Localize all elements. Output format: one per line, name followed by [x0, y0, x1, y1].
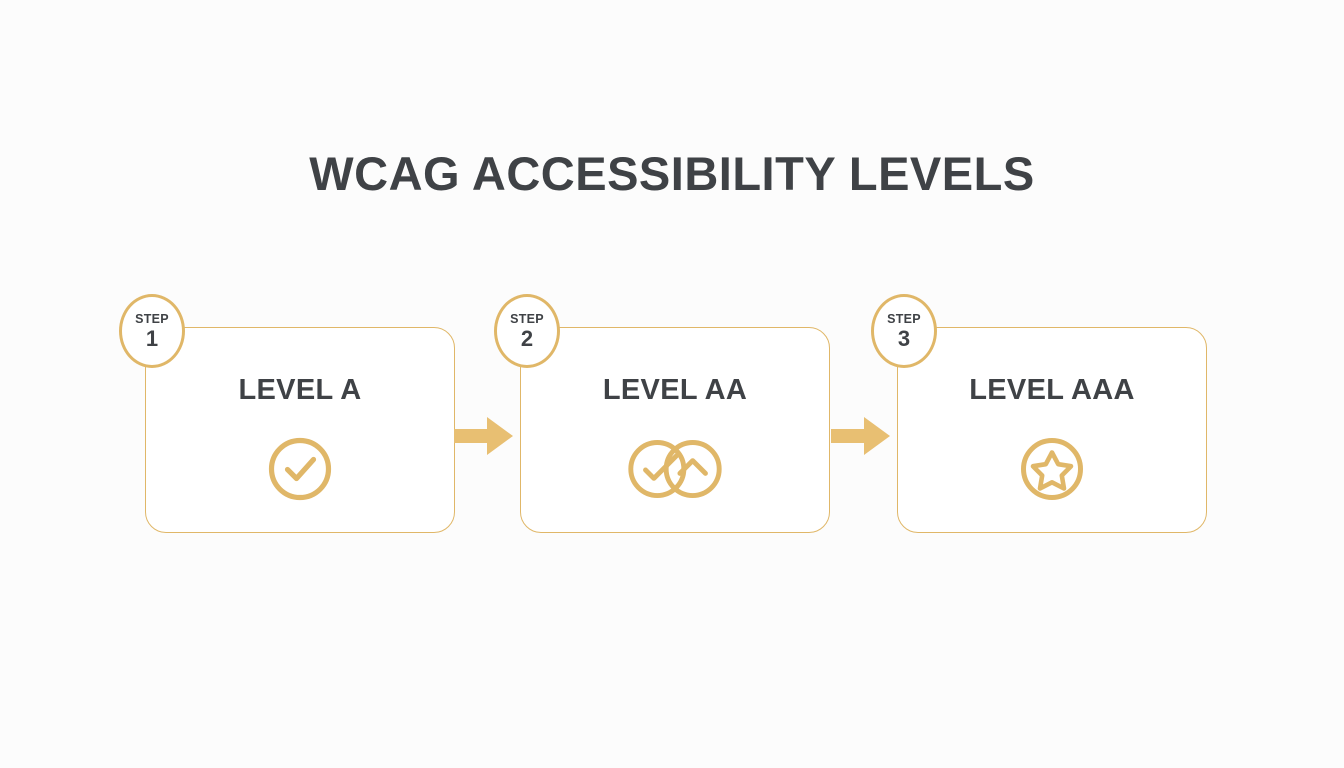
- step-badge-2[interactable]: STEP 2: [494, 294, 560, 368]
- check-circle-arrow-up-circle-icon: [620, 434, 730, 504]
- step-card-label: LEVEL AAA: [969, 374, 1135, 406]
- step-badge-number: 2: [520, 325, 534, 351]
- step-card-level-aaa[interactable]: LEVEL AAA: [897, 327, 1207, 533]
- step-badge-3[interactable]: STEP 3: [871, 294, 937, 368]
- arrow-right-icon: [454, 416, 514, 456]
- step-card-level-a[interactable]: LEVEL A: [145, 327, 455, 533]
- check-circle-icon: [245, 434, 355, 504]
- step-card-label: LEVEL AA: [602, 374, 748, 406]
- step-card-label: LEVEL A: [238, 374, 362, 406]
- arrow-right-icon: [831, 416, 891, 456]
- star-circle-icon: [997, 434, 1107, 504]
- step-badge-1[interactable]: STEP 1: [119, 294, 185, 368]
- step-badge-word: STEP: [510, 311, 544, 326]
- page-title: WCAG ACCESSIBILITY LEVELS: [309, 147, 1035, 200]
- process-flow: LEVEL A LEVEL AA LEVEL AAA: [0, 290, 1344, 540]
- step-badge-word: STEP: [887, 311, 921, 326]
- step-card-level-aa[interactable]: LEVEL AA: [520, 327, 830, 533]
- step-badge-number: 1: [145, 325, 159, 351]
- step-badge-number: 3: [897, 325, 911, 351]
- step-badge-word: STEP: [135, 311, 169, 326]
